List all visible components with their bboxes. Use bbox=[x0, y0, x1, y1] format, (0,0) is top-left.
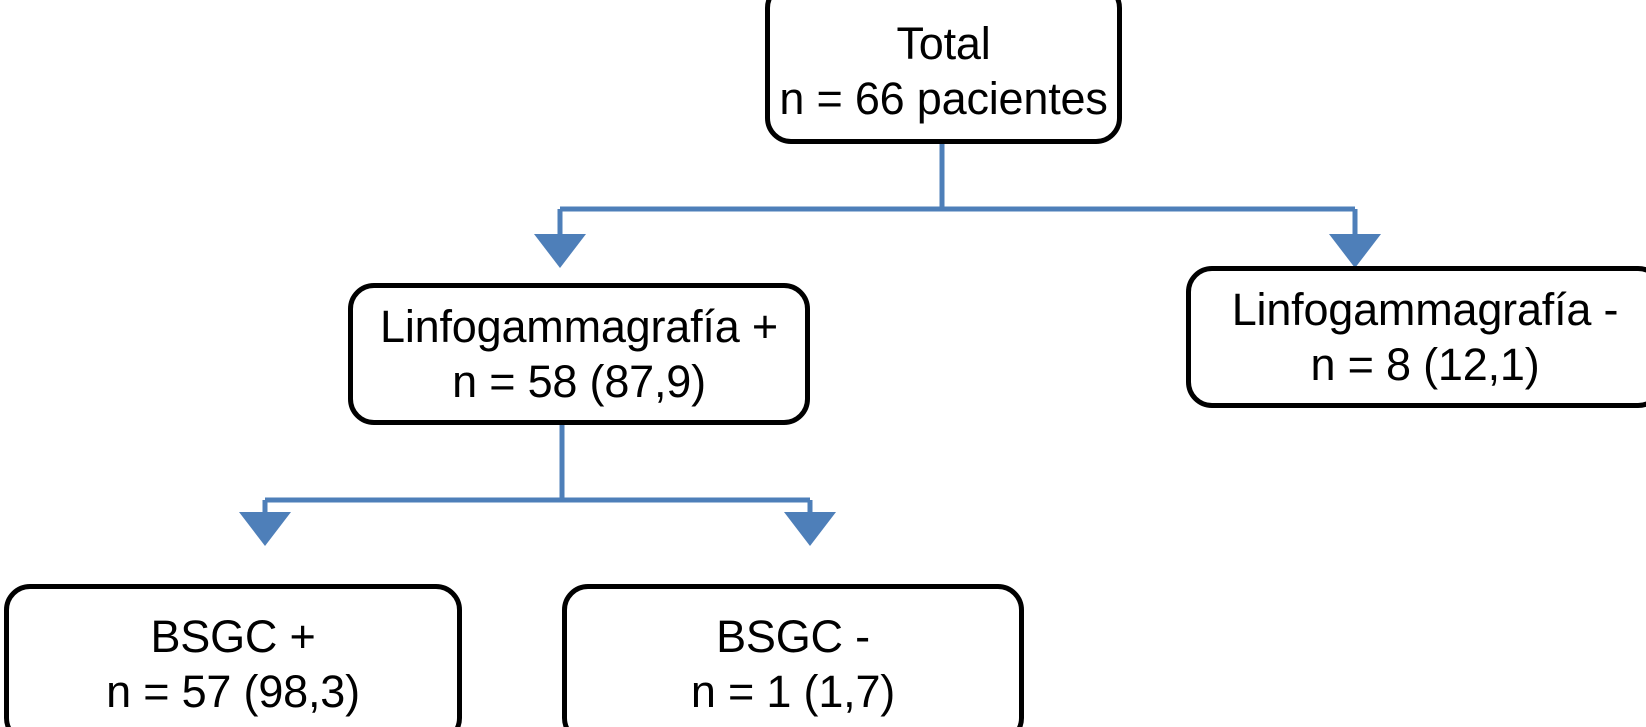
bsgc-positiva-node: BSGC + n = 57 (98,3) bbox=[4, 584, 462, 727]
linfogammagrafia-positiva-line2: n = 58 (87,9) bbox=[452, 356, 706, 407]
arrowhead-to-linfo-neg bbox=[1329, 234, 1381, 268]
arrowhead-to-bsgc-neg bbox=[784, 512, 836, 546]
linfogammagrafia-positiva-line1: Linfogammagrafía + bbox=[380, 300, 778, 352]
total-node-line1: Total bbox=[896, 17, 991, 69]
linfogammagrafia-negativa-line1: Linfogammagrafía - bbox=[1231, 283, 1619, 335]
bsgc-negativa-line2: n = 1 (1,7) bbox=[690, 666, 896, 717]
linfogammagrafia-negativa-line2: n = 8 (12,1) bbox=[1310, 339, 1540, 390]
arrowhead-to-bsgc-pos bbox=[239, 512, 291, 546]
bsgc-negativa-line1: BSGC - bbox=[716, 610, 870, 662]
total-node: Total n = 66 pacientes bbox=[765, 0, 1122, 144]
total-node-line2: n = 66 pacientes bbox=[779, 73, 1108, 124]
linfogammagrafia-positiva-node: Linfogammagrafía + n = 58 (87,9) bbox=[348, 283, 810, 425]
bsgc-positiva-line2: n = 57 (98,3) bbox=[106, 666, 360, 717]
bsgc-positiva-line1: BSGC + bbox=[150, 610, 316, 662]
arrowhead-to-linfo-pos bbox=[534, 234, 586, 268]
bsgc-negativa-node: BSGC - n = 1 (1,7) bbox=[562, 584, 1024, 727]
linfogammagrafia-negativa-node: Linfogammagrafía - n = 8 (12,1) bbox=[1186, 266, 1646, 408]
